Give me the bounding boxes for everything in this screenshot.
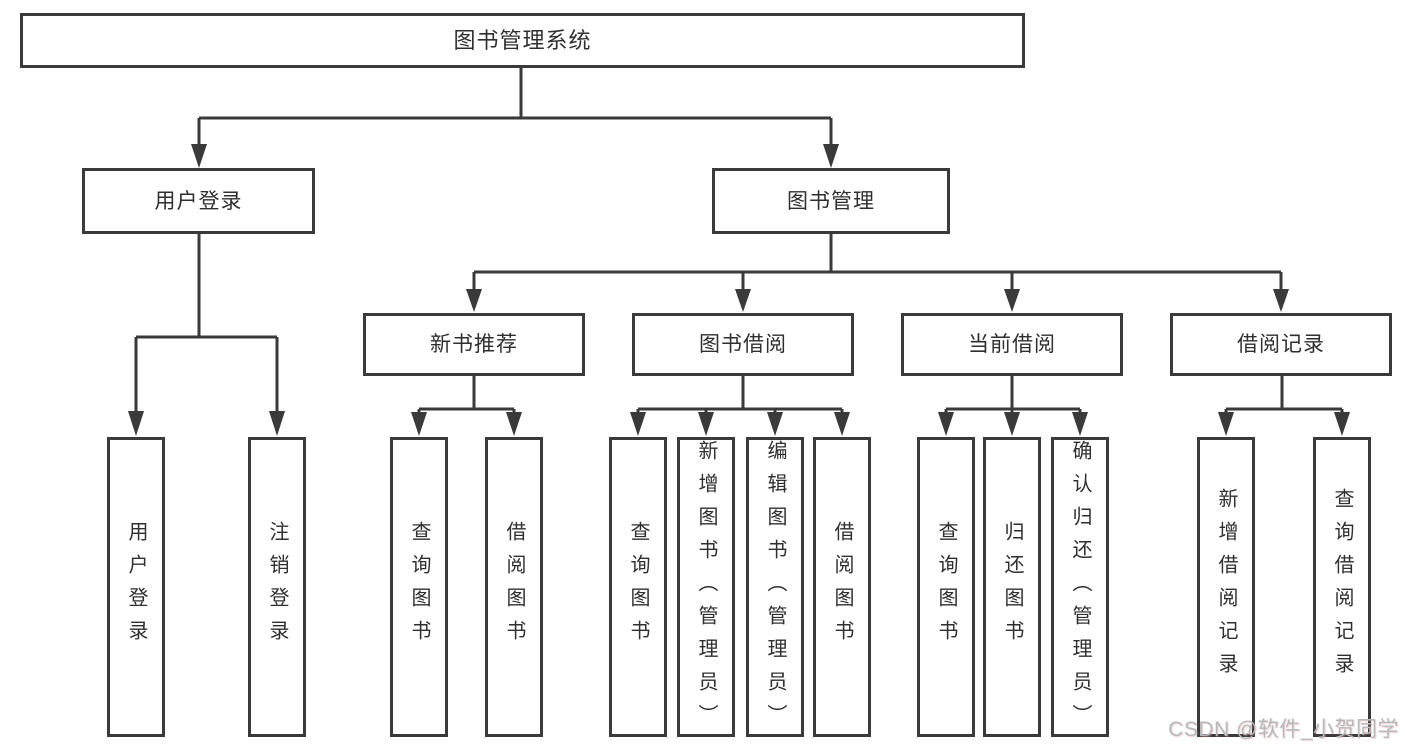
node-book-borrow: 图书借阅 [632, 313, 854, 376]
arrow-down-icon [1004, 412, 1020, 436]
leaf-logout: 注销登录 [248, 437, 306, 737]
watermark: CSDN @软件_小贺同学 [1168, 718, 1399, 741]
leaf-add-book-admin: 新增图书（管理员） [677, 437, 735, 737]
leaf-add-borrow-record: 新增借阅记录 [1197, 437, 1255, 737]
leaf-query-books-2: 查询图书 [609, 437, 667, 737]
leaf-query-books-3: 查询图书 [917, 437, 975, 737]
arrow-down-icon [269, 411, 285, 436]
connector-current-borrow-to-leaves [938, 376, 1088, 436]
node-borrow-records: 借阅记录 [1170, 313, 1392, 376]
leaf-confirm-return-admin: 确认归还（管理员） [1051, 437, 1109, 737]
arrow-down-icon [767, 412, 783, 436]
leaf-label: 新增图书（管理员） [695, 440, 717, 737]
leaf-label: 查询图书 [408, 521, 430, 653]
connector-user-login-to-leaves [128, 234, 285, 436]
node-root: 图书管理系统 [20, 13, 1025, 68]
connector-root-to-branches [191, 68, 839, 168]
node-current-borrow: 当前借阅 [901, 313, 1123, 376]
leaf-query-books-1: 查询图书 [390, 437, 448, 737]
leaf-user-login: 用户登录 [107, 437, 165, 737]
arrow-down-icon [411, 412, 427, 436]
arrow-down-icon [823, 144, 839, 168]
leaf-label: 新增借阅记录 [1215, 488, 1237, 686]
connector-new-book-recommend-to-leaves [411, 376, 522, 436]
leaf-label: 借阅图书 [503, 521, 525, 653]
leaf-label: 查询借阅记录 [1331, 488, 1353, 686]
leaf-label: 归还图书 [1001, 521, 1023, 653]
leaf-label: 查询图书 [935, 521, 957, 653]
arrow-down-icon [1334, 412, 1350, 436]
node-user-login: 用户登录 [82, 168, 315, 234]
arrow-down-icon [735, 289, 751, 312]
arrow-down-icon [466, 289, 482, 312]
leaf-return-books: 归还图书 [983, 437, 1041, 737]
node-book-management: 图书管理 [712, 168, 950, 234]
node-new-book-recommend: 新书推荐 [363, 313, 585, 376]
arrow-down-icon [506, 412, 522, 436]
leaf-label: 借阅图书 [831, 521, 853, 653]
arrow-down-icon [1273, 289, 1289, 312]
leaf-label: 编辑图书（管理员） [764, 440, 786, 737]
arrow-down-icon [1218, 412, 1234, 436]
arrow-down-icon [191, 144, 207, 168]
leaf-borrow-books-2: 借阅图书 [813, 437, 871, 737]
connector-borrow-records-to-leaves [1218, 376, 1350, 436]
arrow-down-icon [630, 412, 646, 436]
connector-book-management-to-groups [466, 234, 1289, 312]
leaf-borrow-books-1: 借阅图书 [485, 437, 543, 737]
leaf-edit-book-admin: 编辑图书（管理员） [746, 437, 804, 737]
connector-book-borrow-to-leaves [630, 376, 850, 436]
leaf-label: 确认归还（管理员） [1069, 440, 1091, 737]
arrow-down-icon [834, 412, 850, 436]
arrow-down-icon [938, 412, 954, 436]
leaf-query-borrow-record: 查询借阅记录 [1313, 437, 1371, 737]
arrow-down-icon [1072, 412, 1088, 436]
leaf-label: 用户登录 [125, 521, 147, 653]
arrow-down-icon [698, 412, 714, 436]
leaf-label: 查询图书 [627, 521, 649, 653]
leaf-label: 注销登录 [266, 521, 288, 653]
arrow-down-icon [128, 411, 144, 436]
arrow-down-icon [1004, 289, 1020, 312]
